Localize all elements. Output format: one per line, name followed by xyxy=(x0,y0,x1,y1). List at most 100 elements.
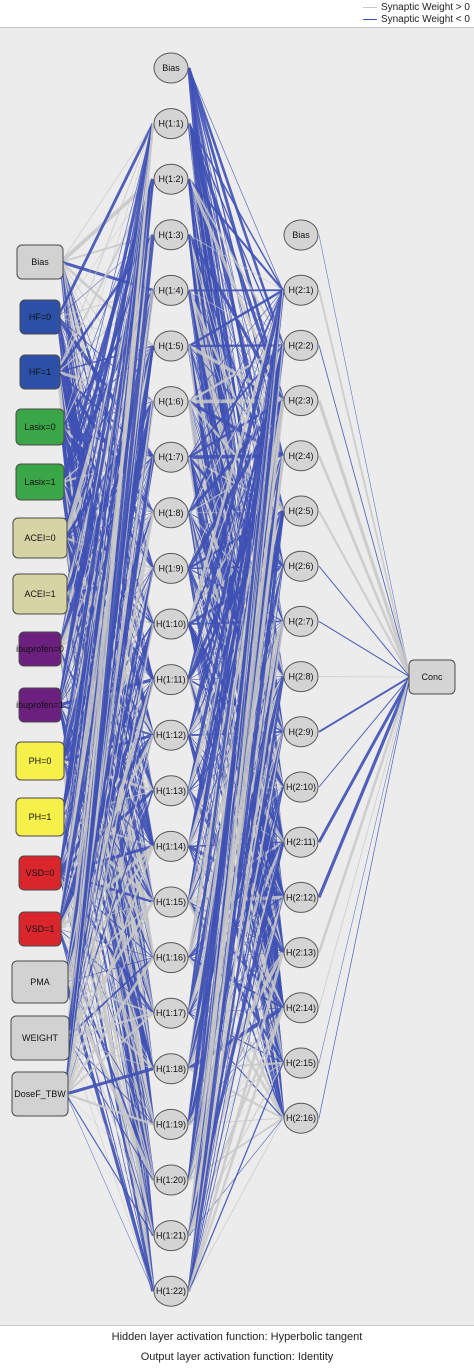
edge-input-15-to-h1-10 xyxy=(65,623,154,1095)
hidden1-node-h-1-3 xyxy=(153,219,189,251)
hidden2-node-h-2-8 xyxy=(283,661,319,693)
hidden1-node-h-1-14 xyxy=(153,830,189,862)
hidden1-node-h-1-13 xyxy=(153,775,189,807)
input-node-ibuprofen-0-label-bg xyxy=(24,643,56,655)
edge-h1-22-to-h2-13 xyxy=(187,952,285,1292)
hidden1-node-h-1-16 xyxy=(153,942,189,974)
edge-h2-7-to-output xyxy=(318,620,411,678)
legend-negative: Synaptic Weight < 0 xyxy=(362,13,470,25)
edge-input-15-to-h1-7 xyxy=(65,457,154,1095)
edge-h1-22-to-h2-9 xyxy=(188,731,284,1292)
input-node-hf-1-label-bg xyxy=(25,366,55,378)
input-node-ibuprofen-1-label: ibuprofen=1 xyxy=(16,700,64,710)
hidden1-node-h-1-18 xyxy=(153,1053,189,1085)
output-node-conc-label: Conc xyxy=(421,672,443,682)
edge-h1-22-to-h2-7 xyxy=(187,621,285,1292)
edge-h2-5-to-output xyxy=(318,510,411,678)
legend-positive: Synaptic Weight > 0 xyxy=(362,1,470,13)
input-node-lasix-0-label: Lasix=0 xyxy=(24,422,55,432)
input-node-weight xyxy=(10,1015,70,1061)
hidden1-node-h-1-19-label: H(1:19) xyxy=(156,1119,186,1129)
edge-input-4-to-h1-1 xyxy=(61,123,154,483)
edge-h1-22-to-h2-6 xyxy=(188,566,284,1292)
edge-h2-3-to-output xyxy=(317,400,412,678)
edge-h2-2-to-output xyxy=(318,345,411,678)
input-node-dosef-tbw-label: DoseF_TBW xyxy=(14,1089,66,1099)
input-node-vsd-1-label: VSD=1 xyxy=(26,924,55,934)
hidden1-node-h-1-7 xyxy=(153,441,189,473)
edge-input-12-to-h1-11 xyxy=(57,679,155,930)
edge-h2-16-to-output xyxy=(318,676,411,1119)
edge-h1-22-to-h2-10 xyxy=(188,786,284,1292)
input-node-ibuprofen-1-label-bg xyxy=(24,699,56,711)
edge-h2-12-to-output xyxy=(317,676,412,899)
edge-h1-22-to-h2-11 xyxy=(188,842,284,1292)
hidden2-node-h-2-10 xyxy=(283,771,319,803)
hidden1-node-h-1-6 xyxy=(153,386,189,418)
edge-input-15-to-h1-3 xyxy=(64,234,155,1095)
hidden2-node-h-2-16-label: H(2:16) xyxy=(286,1113,316,1123)
edge-h1-22-to-h2-8 xyxy=(187,676,285,1292)
edge-h2-1-to-output xyxy=(318,289,411,678)
edge-h2-9-to-output xyxy=(318,676,411,733)
hidden1-node-h-1-14-label: H(1:14) xyxy=(156,841,186,851)
hidden1-node-h-1-15-label: H(1:15) xyxy=(156,897,186,907)
input-node-vsd-0-label-bg xyxy=(24,867,56,879)
edge-input-15-to-h1-11 xyxy=(65,679,154,1095)
edge-input-2-to-h1-1 xyxy=(57,123,154,373)
edge-input-15-to-h1-22 xyxy=(65,1093,154,1292)
edge-input-8-to-h1-2 xyxy=(57,178,155,706)
input-node-lasix-0-label-bg xyxy=(21,421,59,433)
edge-input-15-to-h1-8 xyxy=(65,512,154,1095)
hidden1-node-h-1-11 xyxy=(153,664,189,696)
hidden1-node-h-1-7-label: H(1:7) xyxy=(158,452,183,462)
hidden2-node-h-2-15-label: H(2:15) xyxy=(286,1058,316,1068)
edge-input-6-to-h1-1 xyxy=(64,123,154,595)
edge-h2-14-to-output xyxy=(318,676,411,1008)
hidden1-node-h-1-2-label: H(1:2) xyxy=(158,174,183,184)
hidden1-node-bias-label: Bias xyxy=(162,63,180,73)
edge-h1-17-to-h2-1 xyxy=(187,290,285,1014)
edge-h2-0-to-output xyxy=(318,234,411,678)
input-node-dosef-tbw xyxy=(11,1071,69,1117)
hidden2-node-h-2-10-label: H(2:10) xyxy=(286,782,316,792)
edge-input-7-to-h1-1 xyxy=(58,123,154,650)
edge-h1-22-to-h2-2 xyxy=(188,345,284,1292)
input-node-lasix-1-label: Lasix=1 xyxy=(24,477,55,487)
edge-h1-1-to-h2-1 xyxy=(188,123,284,291)
hidden2-node-h-2-4-label: H(2:4) xyxy=(288,451,313,461)
hidden1-node-h-1-4 xyxy=(153,274,189,306)
edge-h2-13-to-output xyxy=(317,676,412,954)
edge-h1-8-to-h2-1 xyxy=(188,289,284,514)
edge-h2-4-to-output xyxy=(317,455,412,678)
input-node-acei-1-label: ACEI=1 xyxy=(24,589,55,599)
edge-h1-7-to-h2-1 xyxy=(188,290,284,458)
hidden1-node-h-1-2 xyxy=(153,163,189,195)
input-node-hf-0-label-bg xyxy=(25,311,55,323)
edge-h1-22-to-h2-16 xyxy=(188,1118,284,1292)
edge-h1-22-to-h2-5 xyxy=(187,510,285,1292)
input-node-hf-0-label: HF=0 xyxy=(29,312,51,322)
hidden2-node-h-2-2 xyxy=(283,329,319,361)
hidden1-node-h-1-21 xyxy=(153,1220,189,1252)
hidden2-node-h-2-13 xyxy=(283,937,319,969)
input-node-pma-label: PMA xyxy=(30,977,50,987)
edge-input-10-to-h1-1 xyxy=(61,123,154,818)
edge-input-15-to-h1-17 xyxy=(65,1012,154,1095)
hidden1-node-h-1-12-label: H(1:12) xyxy=(156,730,186,740)
hidden2-node-h-2-6-label: H(2:6) xyxy=(288,561,313,571)
edge-h1-13-to-h2-1 xyxy=(188,290,284,791)
edge-input-15-to-h1-19 xyxy=(65,1092,154,1126)
hidden1-node-h-1-6-label: H(1:6) xyxy=(158,397,183,407)
edge-h1-14-to-h2-1 xyxy=(188,290,284,847)
hidden1-node-h-1-17 xyxy=(153,997,189,1029)
edge-input-15-to-h1-14 xyxy=(64,846,155,1095)
hidden1-node-h-1-18-label: H(1:18) xyxy=(156,1064,186,1074)
input-node-acei-0 xyxy=(12,517,68,559)
hidden2-node-h-2-3 xyxy=(283,385,319,417)
edge-h1-9-to-h2-1 xyxy=(188,290,284,569)
hidden2-node-bias-label: Bias xyxy=(292,230,310,240)
input-node-acei-1 xyxy=(12,573,68,615)
edge-input-11-to-h1-1 xyxy=(58,123,154,874)
hidden2-node-h-2-3-label: H(2:3) xyxy=(288,396,313,406)
